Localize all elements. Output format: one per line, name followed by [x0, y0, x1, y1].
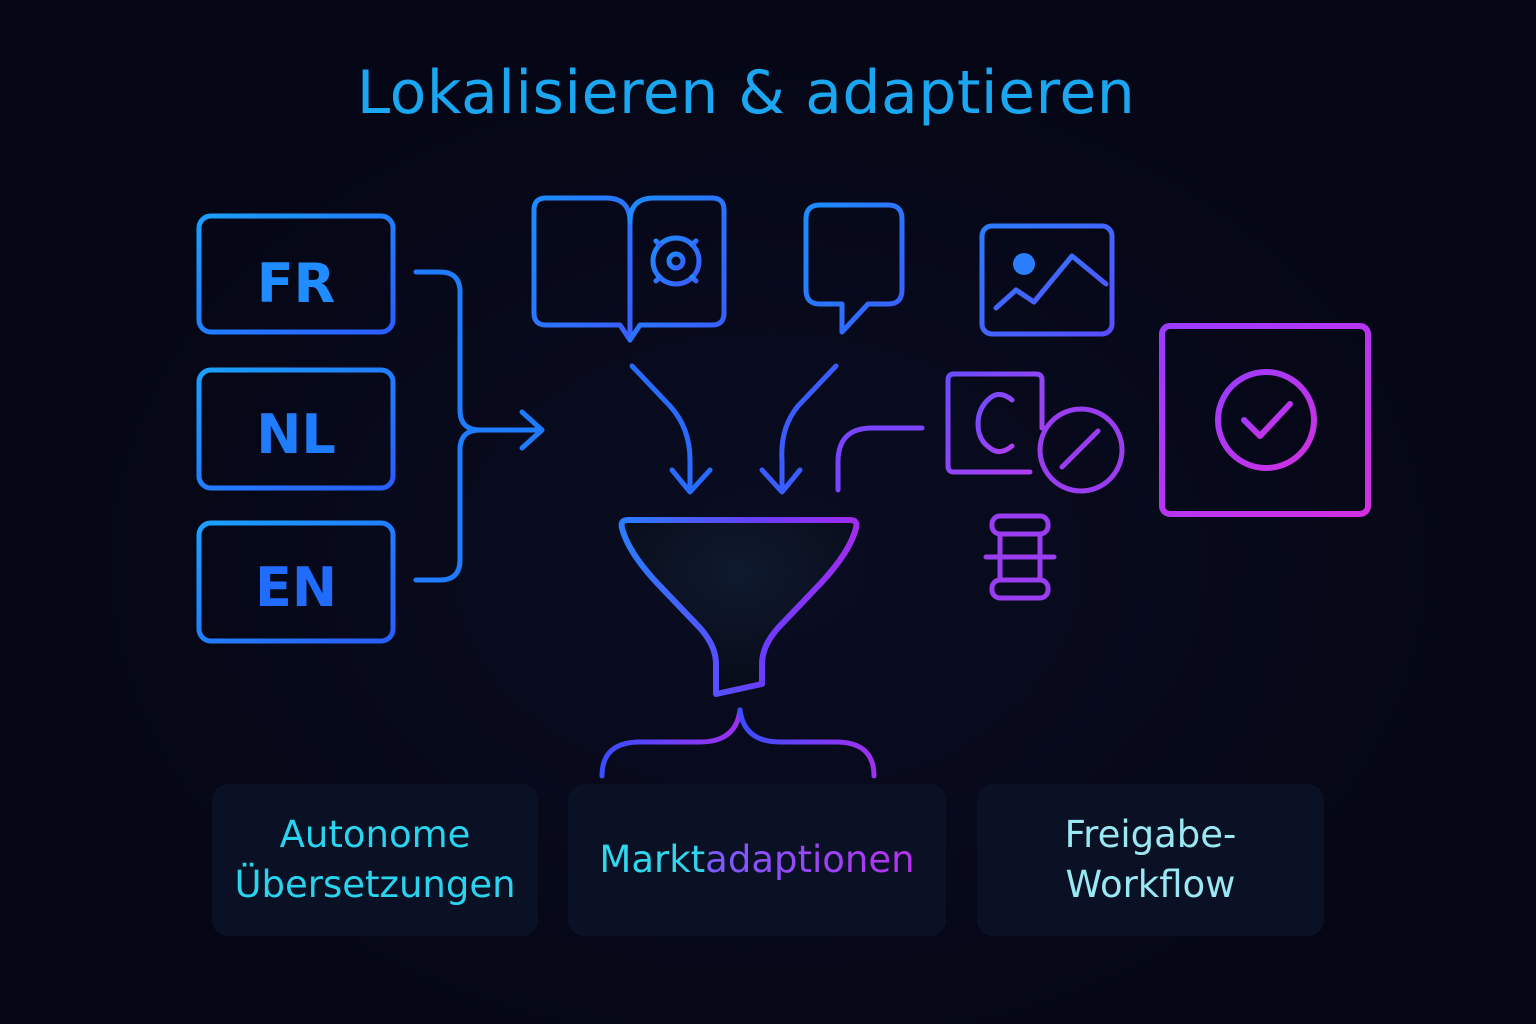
arrow-book-to-funnel — [629, 363, 713, 495]
monitor-check-icon — [1159, 323, 1371, 551]
card-markt-part1: Markt — [599, 838, 706, 881]
language-box-en: EN — [196, 520, 396, 644]
funnel-icon — [618, 517, 860, 697]
gear-icon — [644, 229, 708, 293]
curly-brace — [599, 707, 877, 779]
arrow-bubble-to-funnel — [759, 363, 839, 495]
language-label-en: EN — [255, 556, 337, 619]
speech-bubble-icon — [803, 202, 905, 335]
connector-euro-to-funnel — [835, 425, 925, 493]
card-autonome-line1: Autonome — [279, 813, 471, 856]
language-box-fr: FR — [196, 213, 396, 335]
card-marktadaptionen: Marktadaptionen — [568, 784, 946, 936]
language-merge-arrow — [413, 269, 545, 583]
language-label-nl: NL — [256, 403, 336, 466]
language-box-nl: NL — [196, 367, 396, 491]
card-freigabe-workflow: Freigabe- Workflow — [977, 784, 1324, 936]
language-label-fr: FR — [257, 252, 335, 315]
card-freigabe-line1: Freigabe- — [1064, 813, 1237, 856]
card-autonome-uebersetzungen: Autonome Übersetzungen — [212, 784, 538, 936]
euro-document-icon — [945, 371, 1045, 475]
scroll-icon — [983, 513, 1057, 601]
card-autonome-line2: Übersetzungen — [234, 863, 516, 906]
page-title: Lokalisieren & adaptieren — [356, 58, 1136, 128]
no-sign-icon — [1037, 406, 1125, 494]
image-icon — [979, 223, 1115, 337]
card-freigabe-line2: Workflow — [1065, 863, 1236, 906]
card-markt-part2: adaptionen — [705, 838, 915, 881]
book-gear-icon — [531, 195, 727, 343]
